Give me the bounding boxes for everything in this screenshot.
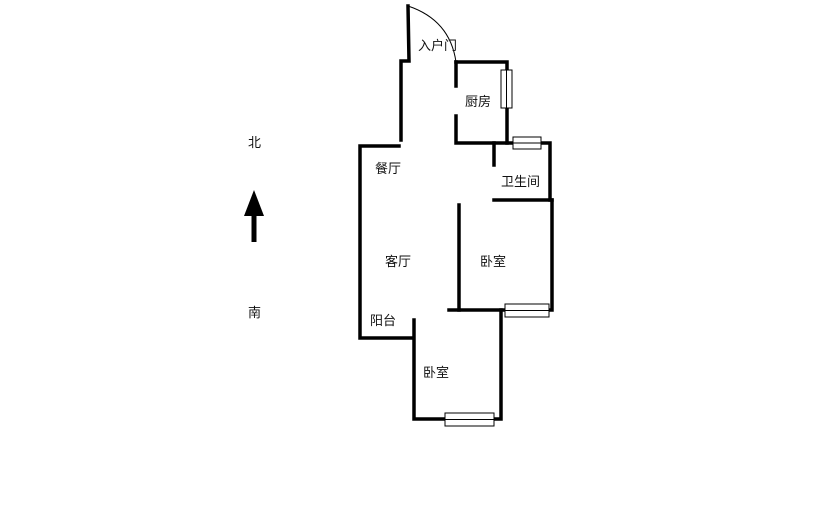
room-label-living: 客厅 [385, 255, 412, 270]
room-label-dining: 餐厅 [375, 162, 402, 177]
room-label-balcony: 阳台 [370, 314, 397, 329]
door-arc [407, 5, 457, 63]
windows [444, 69, 550, 427]
room-label-entrance: 入户门 [418, 39, 458, 54]
north-arrow-icon [244, 190, 264, 242]
compass-south-label: 南 [248, 306, 262, 321]
room-label-bedroom-south: 卧室 [423, 366, 450, 381]
room-label-bathroom: 卫生间 [501, 175, 541, 190]
compass-north-label: 北 [248, 136, 262, 151]
walls [358, 4, 554, 421]
room-label-bedroom-east: 卧室 [480, 255, 507, 270]
room-label-kitchen: 厨房 [465, 95, 492, 110]
